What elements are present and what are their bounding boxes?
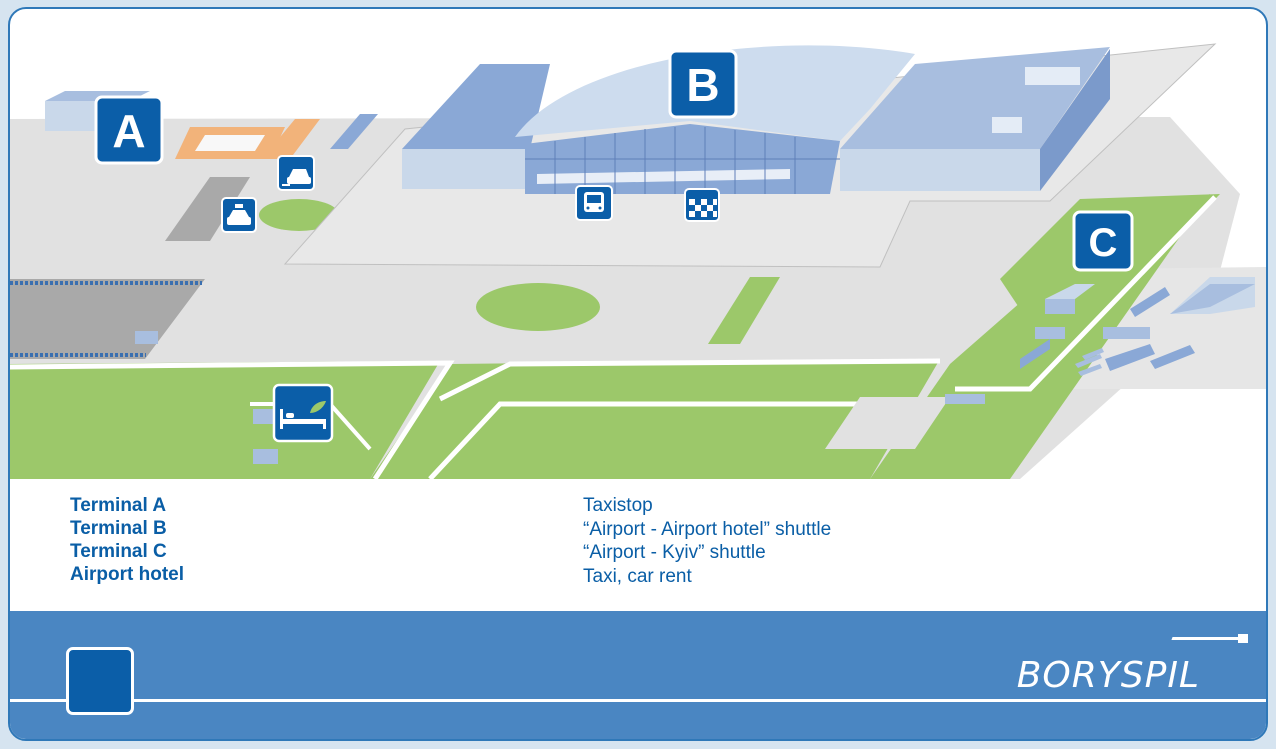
terminal-c-badge[interactable]: C <box>1072 210 1134 272</box>
legend-terminal-a: Terminal A <box>70 495 167 516</box>
terminal-c-letter: C <box>1089 221 1118 265</box>
building-c-8 <box>1150 345 1195 369</box>
terminal-b-left-wing <box>402 149 530 189</box>
building-a-orange-inner <box>195 135 265 151</box>
building-c-5 <box>1130 287 1170 317</box>
hotel-building-1 <box>253 409 278 424</box>
building-left-small <box>135 331 158 344</box>
taxi-icon[interactable] <box>221 197 257 233</box>
legend-taxistop: Taxistop <box>583 495 653 516</box>
building-a-orange-2 <box>262 119 320 159</box>
terminal-b-left-wing-top <box>402 64 550 149</box>
terminal-b-right-side <box>1040 49 1110 191</box>
building-c-1-top <box>1045 284 1095 299</box>
building-c-3 <box>1020 339 1050 369</box>
green-oval-a <box>259 199 339 231</box>
building-c-2 <box>1035 327 1065 339</box>
footer-divider <box>10 699 1266 702</box>
terminal-b-roof-box-2 <box>992 117 1022 133</box>
legend-terminals: Terminal A Terminal B Terminal C Airport… <box>70 494 184 586</box>
terminal-a-badge[interactable]: A <box>94 95 164 165</box>
parking-lot <box>825 397 950 449</box>
road-5 <box>955 195 1217 392</box>
plane-logo-icon <box>1171 637 1243 640</box>
building-c-6 <box>1103 327 1150 339</box>
building-c-4 <box>945 394 985 404</box>
brand-logo: BORYSPIL <box>1016 655 1200 696</box>
building-c-1 <box>1045 299 1075 314</box>
legend-kyiv-shuttle: “Airport - Kyiv” shuttle <box>583 542 766 563</box>
road-3 <box>428 401 870 479</box>
legend-hotel-shuttle: “Airport - Airport hotel” shuttle <box>583 518 832 540</box>
terminal-b-right-wing <box>840 149 1040 191</box>
terminal-a-letter: A <box>112 105 145 157</box>
footer-bar: BORYSPIL <box>10 611 1266 739</box>
map-frame: A B C <box>8 7 1268 741</box>
legend-terminal-b: Terminal B <box>70 518 167 539</box>
parking-area-a <box>165 177 250 241</box>
road-2 <box>438 358 941 402</box>
hangar-c-roof <box>1170 284 1255 314</box>
legend-terminal-c: Terminal C <box>70 541 167 562</box>
terminal-b-letter: B <box>686 59 719 111</box>
hotel-building-2 <box>253 449 278 464</box>
legend-taxi-car-rent: Taxi, car rent <box>583 565 692 587</box>
bus-icon[interactable] <box>575 185 613 221</box>
terminal-b-badge[interactable]: B <box>668 49 738 119</box>
small-buildings-c <box>1075 348 1104 376</box>
taxistop-checker-icon[interactable] <box>684 188 720 222</box>
terminal-b-roof-box <box>1025 67 1080 85</box>
terminal-b-canopy <box>537 169 790 184</box>
road-1 <box>10 360 455 479</box>
terminal-b-glass-grid <box>525 127 840 194</box>
hotel-bed-icon[interactable] <box>272 383 334 443</box>
legend-services: Taxistop “Airport - Airport hotel” shutt… <box>583 494 831 588</box>
green-oval-center <box>476 283 600 331</box>
building-c-7 <box>1105 344 1155 371</box>
footer-square-button[interactable] <box>66 647 134 715</box>
green-strip-diag <box>708 277 780 344</box>
green-field-center <box>370 359 940 479</box>
airport-map: A B C <box>10 43 1266 479</box>
legend-airport-hotel: Airport hotel <box>70 564 184 585</box>
car-rent-icon[interactable] <box>277 155 315 191</box>
green-field-left <box>10 361 440 479</box>
building-a-right <box>330 114 378 149</box>
